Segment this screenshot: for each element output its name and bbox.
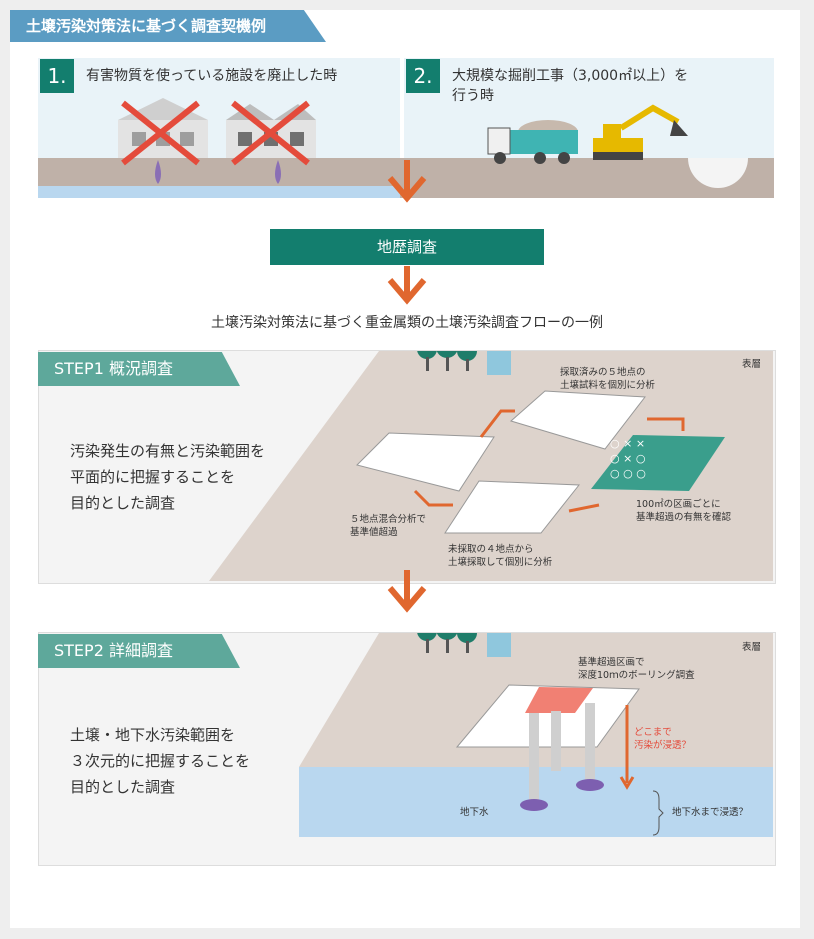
step2-desc-line3: 目的とした調査: [70, 778, 176, 796]
step1-note-top-1: 採取済みの５地点の: [560, 367, 646, 378]
step1-note-right-1: 100㎡の区画ごとに: [636, 499, 721, 510]
bracket: [652, 790, 664, 836]
step2-desc-line2: ３次元的に把握することを: [70, 752, 251, 770]
flow-title: 土壌汚染対策法に基づく重金属類の土壌汚染調査フローの一例: [211, 315, 603, 331]
step2-note-red-1: どこまで: [634, 727, 672, 738]
step1-illustration: [209, 351, 773, 581]
result-marks: ○ × × ○ × ○ ○ ○ ○: [610, 436, 710, 481]
result-mark: ×: [635, 437, 646, 450]
arrow-down-icon: [387, 570, 427, 613]
case-2-number: 2.: [406, 59, 440, 93]
step1-note-right-2: 基準超過の有無を確認: [636, 512, 732, 523]
excavator-icon: [593, 104, 688, 160]
boring-column: [529, 713, 539, 803]
case-2-text-line1: 大規模な掘削工事（3,000㎡以上）を: [452, 68, 689, 84]
dump-truck-icon: [487, 120, 578, 164]
case-1-text: 有害物質を使っている施設を廃止した時: [86, 68, 338, 84]
result-mark: ×: [623, 452, 633, 465]
step1-desc-line1: 汚染発生の有無と汚染範囲を: [70, 442, 266, 460]
step1-tag: STEP1 概況調査: [38, 352, 240, 386]
step1-note-left-1: ５地点混合分析で: [350, 514, 427, 525]
building-icon: [487, 351, 511, 375]
leak-drop-icon: [275, 160, 281, 184]
boring-column: [551, 711, 561, 771]
boring-column: [585, 703, 595, 783]
step1-surface-label: 表層: [742, 359, 762, 370]
step2-illustration: [299, 633, 773, 837]
tree-icon: [417, 351, 477, 371]
step1-note-bottom-1: 未採取の４地点から: [448, 544, 534, 555]
factory-left-icon: [118, 98, 208, 166]
building-icon: [487, 633, 511, 657]
header-tag: 土壌汚染対策法に基づく調査契機例: [10, 10, 326, 42]
step2-note-top-1: 基準超過区画で: [578, 657, 645, 668]
result-mark: ○: [623, 467, 633, 480]
step1-note-bottom-2: 土壌採取して個別に分析: [448, 557, 553, 568]
step1-note-left-2: 基準値超過: [350, 527, 398, 538]
result-mark: ○: [610, 452, 620, 465]
groundwater-label: 地下水: [460, 807, 489, 818]
tree-icon: [417, 633, 477, 653]
step2-note-top-2: 深度10ｍのボーリング調査: [578, 670, 695, 681]
leak-drop-icon: [155, 160, 161, 184]
factory-right-icon: [226, 100, 316, 166]
result-mark: ○: [610, 467, 620, 480]
case-2-text-line2: 行う時: [452, 88, 494, 104]
step1-desc-line2: 平面的に把握することを: [70, 468, 236, 486]
groundwater-question: 地下水まで浸透？: [672, 807, 749, 818]
arrow-down-icon: [387, 266, 427, 305]
excavation-pit: [688, 158, 748, 188]
arrow-down-icon: [387, 160, 427, 203]
step2-desc-line1: 土壌・地下水汚染範囲を: [70, 726, 236, 744]
step1-desc-line3: 目的とした調査: [70, 494, 176, 512]
step2-note-red-2: 汚染が浸透？: [634, 740, 692, 751]
result-mark: ×: [623, 437, 633, 450]
step2-surface-label: 表層: [742, 642, 762, 653]
case-1-number: 1.: [40, 59, 74, 93]
result-mark: ○: [636, 467, 646, 480]
step1-note-top-2: 土壌試料を個別に分析: [560, 380, 656, 391]
result-mark: ○: [635, 452, 646, 465]
history-survey-box: 地歴調査: [270, 229, 544, 265]
result-mark: ○: [610, 437, 620, 450]
step2-tag: STEP2 詳細調査: [38, 634, 240, 668]
